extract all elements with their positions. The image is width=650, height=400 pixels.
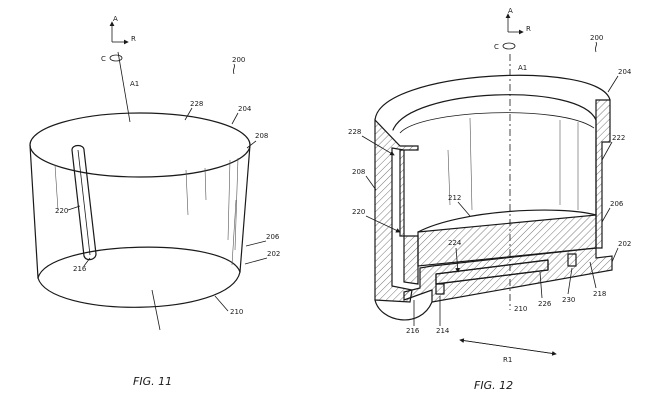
- fig11-axis-a1-label: A1: [130, 80, 139, 88]
- fig12-ref-228: 228: [348, 128, 361, 136]
- fig12-ref-208: 208: [352, 168, 365, 176]
- fig11-bottom-face: [37, 271, 241, 308]
- fig12-cup-section: [374, 74, 613, 321]
- fig12-ref-220: 220: [352, 208, 365, 216]
- fig11-ref-216: 216: [73, 265, 87, 273]
- fig12-inner-floor-edge: [417, 209, 597, 233]
- fig12-ref-222: 222: [612, 134, 625, 142]
- fig11-ref-210: 210: [230, 308, 243, 316]
- fig11-slot: [71, 144, 97, 261]
- fig12-ref-216: 216: [406, 327, 420, 335]
- fig11-top-face: [29, 112, 251, 178]
- fig12-radial-dimension: R1: [459, 338, 557, 364]
- fig12-notch-230: [567, 253, 577, 267]
- fig11-central-axis-upper: [117, 51, 131, 123]
- fig12-notch-214: [435, 283, 445, 295]
- fig11-ref-200: 200: [232, 56, 245, 64]
- fig12-axis-a1-label: A1: [518, 64, 527, 72]
- fig12-axis-a-label: A: [508, 7, 513, 15]
- fig11-reference-numerals: 200 228 204 208 220 216 206 202 210: [55, 56, 280, 316]
- fig11-ref-220: 220: [55, 207, 68, 215]
- fig12-ref-218: 218: [593, 290, 606, 298]
- fig12-ref-210: 210: [514, 305, 527, 313]
- fig12-right-wall-section: [595, 99, 611, 249]
- fig12-ref-212: 212: [448, 194, 461, 202]
- fig11-axis-indicator: A R C A1: [101, 15, 139, 88]
- fig11-bottom-edge-far: [37, 246, 241, 279]
- fig11-ref-208: 208: [255, 132, 268, 140]
- fig12-axis-r-label: R: [526, 25, 531, 33]
- fig11-central-axis-lower: [151, 289, 161, 331]
- fig12-ref-224: 224: [448, 239, 462, 247]
- fig12-rim-outer: [374, 74, 611, 121]
- figure-12: A R C A1 200: [348, 7, 632, 392]
- fig12-ref-204: 204: [618, 68, 632, 76]
- fig12-ref-230: 230: [562, 296, 575, 304]
- fig12-ref-r1: R1: [503, 356, 512, 364]
- fig12-ref-226: 226: [538, 300, 552, 308]
- fig11-axis-c-label: C: [101, 55, 106, 63]
- fig11-ref-202: 202: [267, 250, 280, 258]
- fig11-axis-r-label: R: [131, 35, 136, 43]
- fig11-caption: FIG. 11: [133, 375, 172, 388]
- figure-11: A R C A1 200 228: [29, 15, 280, 388]
- fig11-ref-204: 204: [238, 105, 252, 113]
- fig11-axis-a-label: A: [113, 15, 118, 23]
- fig12-caption: FIG. 12: [474, 379, 513, 392]
- fig12-axis-indicator: A R C A1: [494, 7, 531, 72]
- fig12-ref-214: 214: [436, 327, 450, 335]
- fig12-axis-c-label: C: [494, 43, 499, 51]
- fig12-rim-inner: [392, 94, 597, 131]
- fig12-reference-numerals: 200 204 228 222 208 212 220 206 224 202 …: [348, 34, 632, 335]
- fig12-ref-206: 206: [610, 200, 624, 208]
- fig11-ref-228: 228: [190, 100, 203, 108]
- fig12-ref-200: 200: [590, 34, 603, 42]
- fig11-cylinder-body: [29, 112, 251, 308]
- fig11-ref-206: 206: [266, 233, 280, 241]
- fig12-ref-202: 202: [618, 240, 631, 248]
